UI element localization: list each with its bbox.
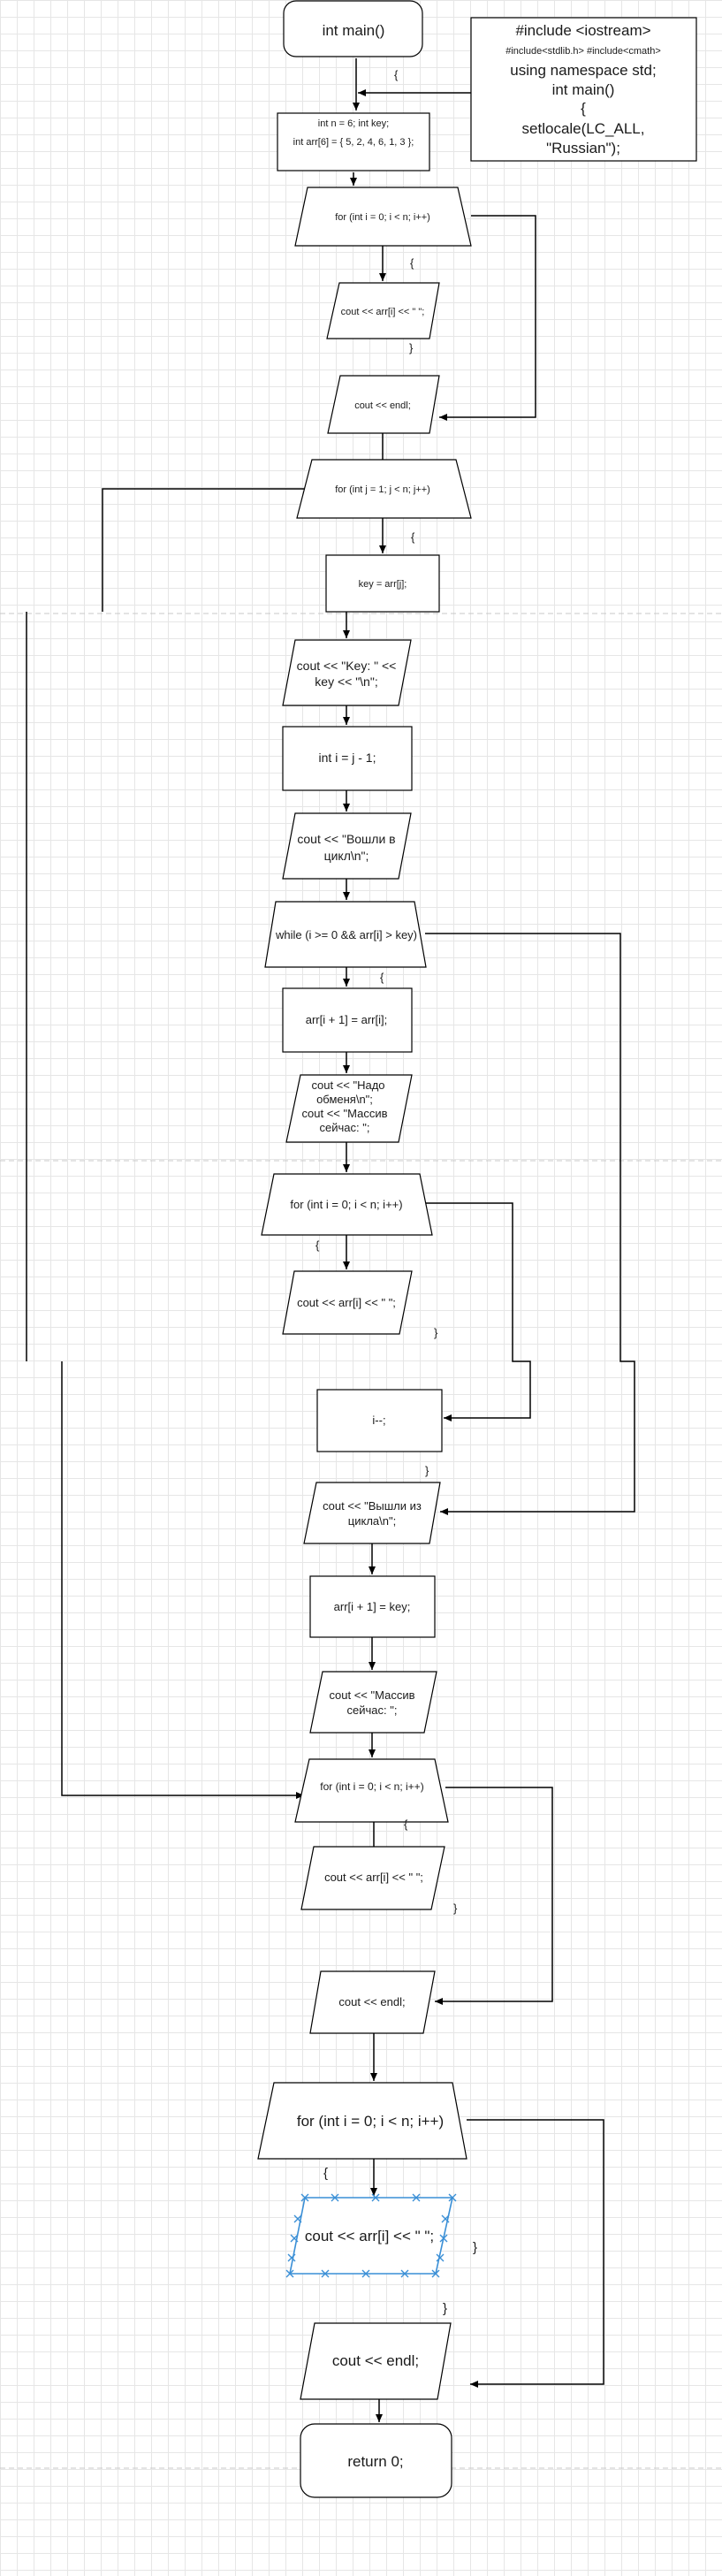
io-nado-line-1: cout << "Надо: [311, 1078, 384, 1092]
page-separators: [0, 613, 722, 2469]
brace-label: {: [315, 1238, 320, 1252]
process-init-line-1: int n = 6; int key;: [318, 118, 389, 129]
brace-label: {: [410, 256, 414, 270]
code-note-line-2: #include<stdlib.h> #include<cmath>: [505, 46, 661, 57]
process-shift-element[interactable]: arr[i + 1] = arr[i];: [282, 987, 413, 1053]
edge-forj-loop-back: [26, 488, 304, 1795]
brace-label: {: [380, 971, 384, 984]
loop-for1[interactable]: for (int i = 0; i < n; i++): [294, 187, 472, 247]
end-node-return-label: return 0;: [347, 2453, 403, 2470]
io-endl-4-label: cout << endl;: [332, 2352, 419, 2369]
loop-for4[interactable]: for (int i = 0; i < n; i++): [257, 2082, 467, 2160]
io-massiv-seichas[interactable]: cout << "Массив сейчас: ";: [309, 1671, 437, 1734]
brace-label: }: [434, 1326, 438, 1339]
io-vyshli[interactable]: cout << "Вышли из цикла\n";: [303, 1482, 441, 1544]
loop-for4-label: for (int i = 0; i < n; i++): [297, 2113, 444, 2130]
loop-for3-label: for (int i = 0; i < n; i++): [320, 1780, 423, 1793]
loop-for2[interactable]: for (int i = 0; i < n; i++): [261, 1173, 433, 1236]
io-cout-key-line-2: key << "\n";: [315, 674, 377, 689]
brace-label: }: [425, 1464, 429, 1477]
io-cout-arr-1-label: cout << arr[i] << " ";: [341, 307, 425, 317]
process-assign-key[interactable]: arr[i + 1] = key;: [309, 1575, 436, 1638]
edge-for4-exit-to-endl4: [467, 2119, 604, 2388]
process-init-arrays[interactable]: int n = 6; int key; int arr[6] = { 5, 2,…: [277, 112, 430, 171]
edges: [26, 58, 635, 2422]
code-note-line-7: "Russian");: [546, 140, 620, 156]
loop-for-j-label: for (int j = 1; j < n; j++): [335, 484, 430, 495]
process-shift-element-label: arr[i + 1] = arr[i];: [306, 1013, 387, 1026]
io-massiv-line-1: cout << "Массив: [330, 1688, 415, 1702]
process-i-decrement[interactable]: i--;: [316, 1389, 443, 1452]
io-cout-arr-3[interactable]: cout << arr[i] << " ";: [300, 1846, 445, 1910]
io-endl-4[interactable]: cout << endl;: [300, 2322, 452, 2400]
loop-for1-label: for (int i = 0; i < n; i++): [335, 212, 430, 223]
brace-labels: { { } { { { } } { } { } }: [315, 68, 477, 2316]
brace-label: }: [473, 2240, 477, 2255]
io-nado-obmen[interactable]: cout << "Надо обменя\n"; cout << "Массив…: [285, 1074, 413, 1143]
brace-label: {: [411, 530, 415, 544]
io-cout-arr-3-label: cout << arr[i] << " ";: [324, 1871, 423, 1884]
io-endl-3-label: cout << endl;: [338, 1995, 405, 2008]
process-init-line-2: int arr[6] = { 5, 2, 4, 6, 1, 3 };: [293, 137, 414, 148]
loop-for3[interactable]: for (int i = 0; i < n; i++): [294, 1758, 449, 1823]
edge-for3-exit-to-endl3: [435, 1787, 553, 2005]
process-int-i-label: int i = j - 1;: [319, 751, 376, 765]
selection-handles[interactable]: [285, 2193, 457, 2278]
brace-label: {: [323, 2166, 328, 2181]
brace-label: }: [409, 341, 414, 354]
io-voshli-line-1: cout << "Вошли в: [297, 832, 395, 846]
edge-for2-exit-to-idec: [420, 1202, 531, 1421]
loop-while-label: while (i >= 0 && arr[i] > key): [275, 928, 417, 941]
io-nado-line-3: cout << "Массив: [302, 1107, 388, 1120]
start-node-main-label: int main(): [323, 22, 385, 39]
io-massiv-line-2: сейчас: ";: [347, 1703, 398, 1717]
io-cout-key[interactable]: cout << "Key: " << key << "\n";: [282, 639, 412, 706]
io-cout-arr-1[interactable]: cout << arr[i] << " ";: [326, 282, 440, 339]
process-assign-key-label: arr[i + 1] = key;: [334, 1600, 411, 1613]
edge-while-exit-to-vyshli: [425, 933, 635, 1515]
io-cout-arr-4-selected[interactable]: cout << arr[i] << " ";: [285, 2193, 457, 2278]
process-i-decrement-label: i--;: [372, 1414, 385, 1427]
io-cout-key-line-1: cout << "Key: " <<: [297, 659, 397, 673]
code-note-line-1: #include <iostream>: [515, 22, 650, 39]
brace-label: }: [443, 2301, 447, 2316]
io-vyshli-line-1: cout << "Вышли из: [323, 1499, 422, 1513]
end-node-return[interactable]: return 0;: [300, 2423, 452, 2498]
loop-while[interactable]: while (i >= 0 && arr[i] > key): [264, 901, 427, 968]
io-cout-arr-4-label: cout << arr[i] << " ";: [305, 2228, 434, 2244]
process-key-assign-label: key = arr[j];: [359, 579, 407, 590]
code-note-line-4: int main(): [552, 81, 615, 98]
process-int-i[interactable]: int i = j - 1;: [282, 726, 413, 791]
brace-label: }: [453, 1902, 458, 1915]
process-key-assign[interactable]: key = arr[j];: [325, 554, 440, 613]
code-note-line-5: {: [581, 100, 586, 117]
io-voshli[interactable]: cout << "Вошли в цикл\n";: [282, 812, 412, 880]
io-endl-1[interactable]: cout << endl;: [327, 375, 440, 434]
io-voshli-line-2: цикл\n";: [324, 849, 369, 863]
start-node-main[interactable]: int main(): [283, 0, 423, 57]
brace-label: {: [404, 1818, 408, 1831]
io-nado-line-4: сейчас: ";: [320, 1121, 370, 1134]
nodes: int main() #include <iostream> #include<…: [257, 0, 697, 2498]
io-nado-line-2: обменя\n";: [316, 1093, 373, 1106]
code-note[interactable]: #include <iostream> #include<stdlib.h> #…: [470, 17, 697, 162]
loop-for2-label: for (int i = 0; i < n; i++): [290, 1198, 402, 1211]
loop-for-j[interactable]: for (int j = 1; j < n; j++): [296, 459, 472, 519]
code-note-line-6: setlocale(LC_ALL,: [522, 120, 645, 137]
io-endl-3[interactable]: cout << endl;: [309, 1970, 436, 2034]
io-vyshli-line-2: цикла\n";: [348, 1514, 396, 1528]
code-note-line-3: using namespace std;: [510, 62, 656, 79]
io-cout-arr-2-label: cout << arr[i] << " ";: [297, 1296, 396, 1309]
brace-label: {: [394, 68, 399, 81]
io-endl-1-label: cout << endl;: [354, 400, 411, 411]
io-cout-arr-2[interactable]: cout << arr[i] << " ";: [282, 1270, 413, 1335]
edge-for1-exit-to-endl1: [439, 215, 536, 421]
